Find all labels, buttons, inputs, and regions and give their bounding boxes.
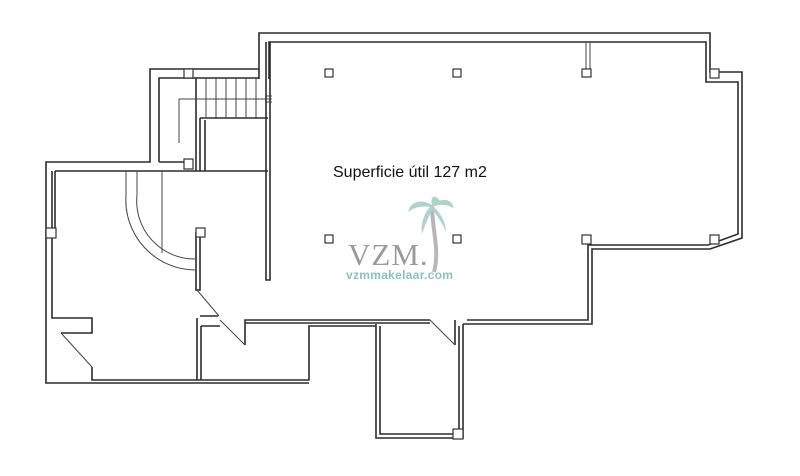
column-icon bbox=[452, 428, 464, 440]
area-label: Superficie útil 127 m2 bbox=[333, 164, 487, 181]
column-icon bbox=[452, 234, 462, 244]
column-icon bbox=[581, 234, 592, 245]
column-icon bbox=[581, 68, 592, 78]
column-icon bbox=[324, 234, 334, 244]
watermark-logo: VZM. bbox=[348, 237, 429, 272]
column-icon bbox=[45, 227, 57, 239]
watermark-url: vzmmakelaar.com bbox=[346, 268, 454, 282]
curved-wall bbox=[125, 42, 591, 271]
column-icon bbox=[452, 68, 462, 78]
column-icon bbox=[183, 68, 194, 79]
stairs bbox=[178, 78, 272, 143]
column-icon bbox=[709, 68, 720, 79]
column-icon bbox=[195, 227, 206, 238]
column-icon bbox=[709, 234, 720, 245]
door-swings bbox=[60, 289, 456, 368]
palm-tree-icon bbox=[408, 196, 454, 273]
structural-columns bbox=[45, 68, 720, 440]
exterior-walls bbox=[45, 32, 743, 439]
column-icon bbox=[324, 68, 334, 78]
column-icon bbox=[183, 158, 194, 170]
